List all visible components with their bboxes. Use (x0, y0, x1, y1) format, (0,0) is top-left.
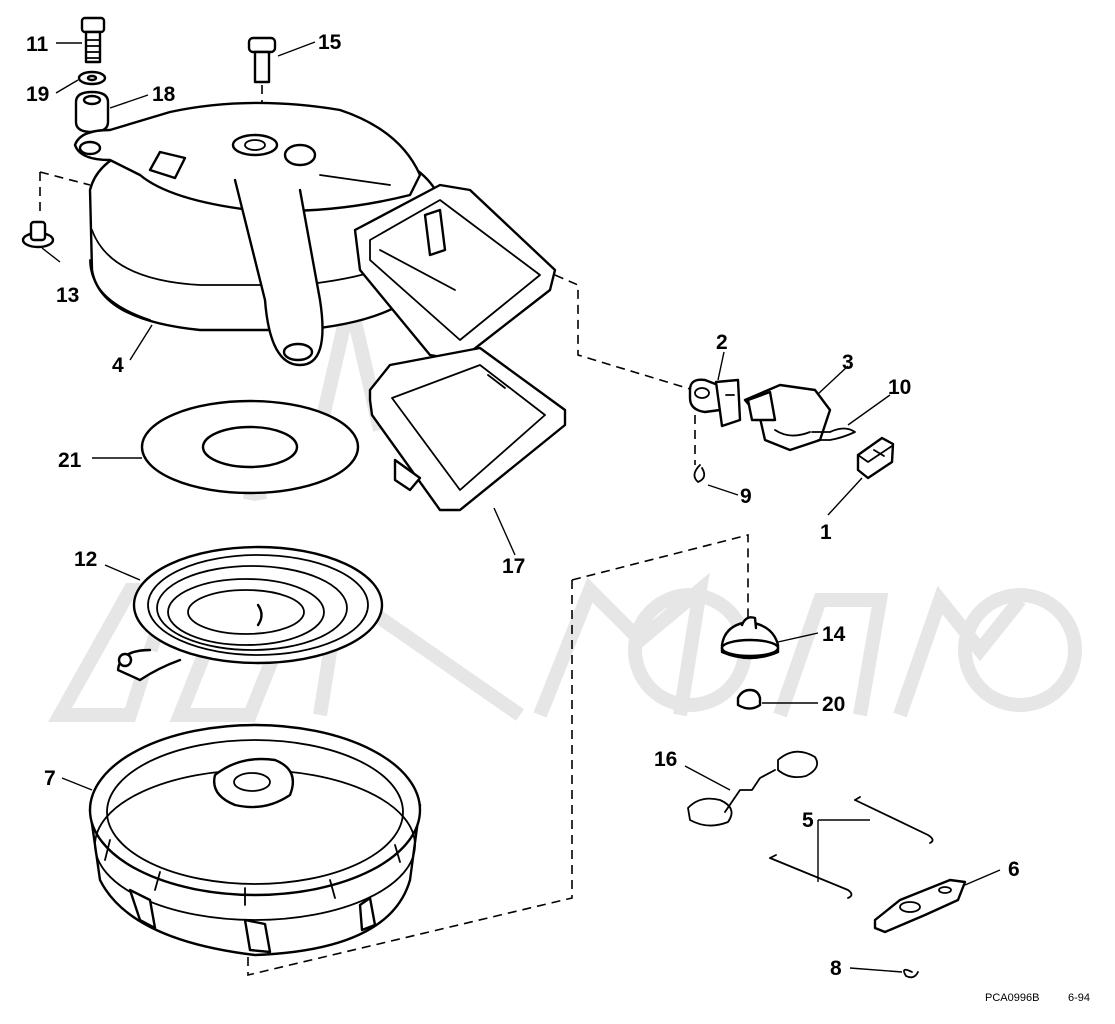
part-13-dowel (21, 220, 55, 249)
callout-20: 20 (822, 693, 845, 716)
part-18-grommet (74, 90, 110, 134)
part-20-nut (736, 688, 762, 710)
callout-13: 13 (56, 284, 79, 307)
callout-10: 10 (888, 376, 911, 399)
part-12-spring (116, 545, 384, 682)
part-14-cap (720, 616, 780, 660)
callout-6: 6 (1008, 858, 1020, 881)
part-9-clip (693, 464, 706, 483)
part-15-bolt (247, 36, 277, 84)
part-21-plate (140, 399, 360, 495)
part-3-cam (743, 383, 832, 452)
part-17-handle-grip (368, 346, 567, 512)
part-8-eclip (903, 968, 919, 979)
callout-21: 21 (58, 449, 82, 472)
part-6-lever (873, 878, 967, 934)
part-7-pulley (88, 723, 422, 957)
part-4-housing (73, 101, 442, 367)
callout-18: 18 (152, 83, 176, 106)
callout-14: 14 (822, 623, 846, 646)
part-2-lock (688, 378, 742, 428)
callout-2: 2 (716, 331, 728, 354)
drawing-code: PCA0996B (985, 992, 1039, 1004)
callout-3: 3 (842, 351, 854, 374)
callout-4: 4 (112, 354, 124, 377)
drawing-caption: PCA0996B 6-94 (985, 992, 1090, 1004)
leader-lines (41, 41, 1001, 973)
callout-17: 17 (502, 555, 525, 578)
part-19-washer (77, 70, 107, 86)
part-1-block (856, 436, 895, 480)
callout-9: 9 (740, 485, 752, 508)
callout-11: 11 (26, 33, 49, 56)
date-code: 6-94 (1068, 992, 1090, 1004)
callout-5: 5 (802, 809, 814, 832)
callout-8: 8 (830, 957, 842, 980)
callout-1: 1 (820, 521, 832, 544)
part-10-spring (811, 427, 856, 441)
part-11-screw (80, 16, 106, 64)
handle-bracket (353, 183, 557, 362)
callout-12: 12 (74, 548, 97, 571)
part-5-rods (769, 796, 934, 899)
callout-labels: 11 19 18 15 13 4 2 3 10 9 1 21 17 12 14 … (26, 31, 1020, 980)
part-16-link (687, 750, 818, 827)
callout-7: 7 (44, 767, 56, 790)
callout-16: 16 (654, 748, 677, 771)
callout-15: 15 (318, 31, 342, 54)
callout-19: 19 (26, 83, 49, 106)
